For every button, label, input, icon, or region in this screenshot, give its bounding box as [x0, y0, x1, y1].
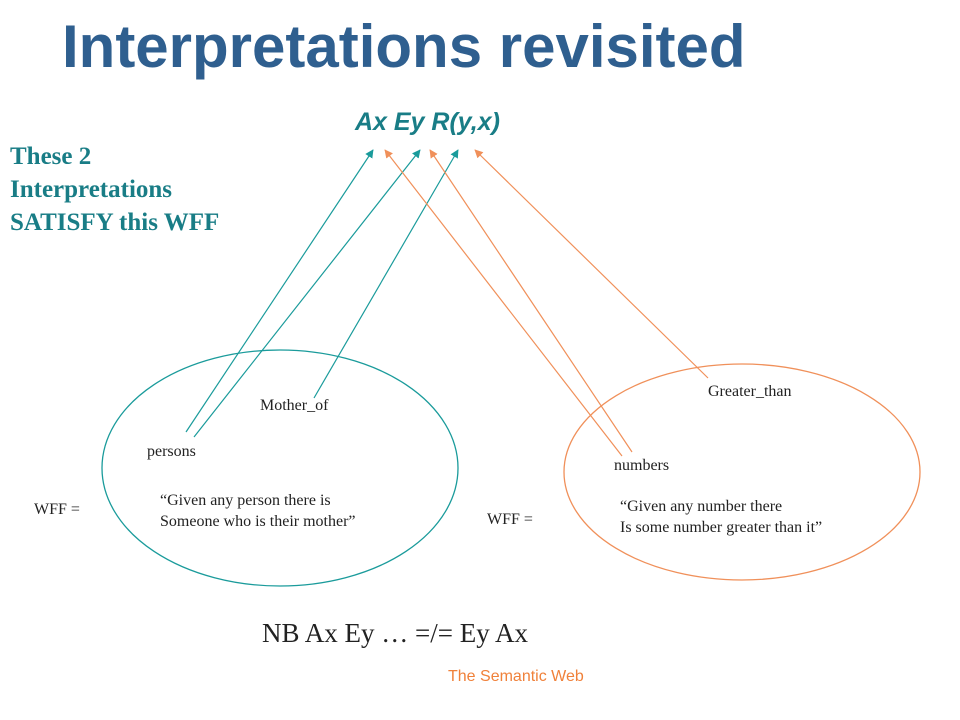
sentence-line: Someone who is their mother” — [160, 513, 356, 530]
relation-label-mother-of: Mother_of — [260, 397, 329, 414]
sentence-line: Is some number greater than it” — [620, 519, 823, 536]
persons-interpretation-ellipse — [101, 349, 459, 587]
domain-label-persons: persons — [147, 443, 196, 460]
slide-title: Interpretations revisited — [62, 13, 746, 80]
arrow-persons-to-exists — [193, 149, 421, 438]
wff-formula: Ax Ey R(y,x) — [355, 108, 500, 136]
satisfy-note: These 2 Interpretations SATISFY this WFF — [10, 140, 310, 239]
wff-label-left: WFF = — [34, 501, 80, 518]
arrow-greater-than-to-relation — [474, 149, 709, 379]
sentence-line: “Given any person there is — [160, 492, 331, 509]
wff-label-right: WFF = — [487, 511, 533, 528]
arrow-mother-of-to-relation — [313, 149, 459, 399]
satisfy-line: SATISFY this WFF — [10, 209, 220, 236]
wff-sentence-right: “Given any number there Is some number g… — [620, 496, 822, 538]
wff-sentence-left: “Given any person there is Someone who i… — [160, 490, 356, 532]
numbers-interpretation-ellipse — [563, 363, 921, 581]
domain-label-numbers: numbers — [614, 457, 670, 474]
nb-note: NB Ax Ey … =/= Ey Ax — [262, 618, 528, 648]
satisfy-line: Interpretations — [10, 176, 173, 203]
relation-label-greater-than: Greater_than — [708, 383, 792, 400]
footer-text: The Semantic Web — [448, 668, 584, 685]
satisfy-line: These 2 — [10, 143, 92, 170]
arrow-numbers-to-exists — [429, 149, 633, 453]
sentence-line: “Given any number there — [620, 498, 783, 515]
arrow-numbers-to-forall — [384, 149, 623, 457]
arrow-persons-to-forall — [185, 149, 374, 433]
